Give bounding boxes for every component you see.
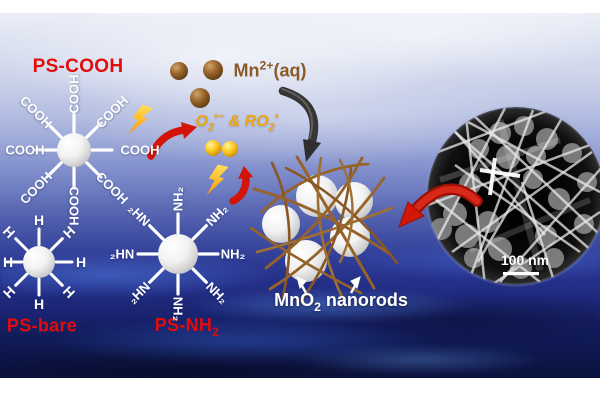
ps_cooh-bond-line (45, 161, 63, 179)
precipitation-arrow-icon (278, 86, 321, 162)
ps_nh2-bond-line (148, 224, 165, 241)
mn-ion-group (170, 60, 223, 108)
cluster-sphere (262, 205, 300, 243)
radical-dots-group (205, 140, 238, 157)
tem-micrograph (425, 105, 600, 287)
ps_bare-bond-line (14, 272, 29, 287)
letterbox-bottom (0, 378, 600, 400)
scale-bar (503, 272, 539, 276)
ps-bare-sphere (23, 246, 55, 278)
radical-sphere (222, 141, 238, 157)
reaction-arrow-nh2-icon (229, 166, 253, 205)
lightning-bolt-icon (128, 104, 154, 135)
reaction-arrow-cooh-icon (147, 122, 197, 160)
ps-nh2-sphere (158, 234, 198, 274)
ps_nh2-bond-line (191, 224, 208, 241)
mn-ion-sphere (190, 88, 210, 108)
pointer-arrow-icon (350, 276, 361, 290)
ps_nh2-bond-line (191, 267, 208, 284)
radical-sphere (205, 140, 221, 156)
mn-ion-sphere (170, 62, 188, 80)
ps_cooh-bond-line (45, 121, 63, 139)
mn-ion-sphere (203, 60, 223, 80)
letterbox-top (0, 0, 600, 13)
ps_cooh-bond-line (85, 161, 103, 179)
ps_bare-bond-line (49, 237, 64, 252)
ps_bare-bond-line (49, 272, 64, 287)
lightning-bolt-icon (206, 164, 229, 196)
ps_cooh-bond-line (85, 121, 103, 139)
ps_nh2-bond-line (148, 267, 165, 284)
ps_bare-bond-line (14, 237, 29, 252)
ps-cooh-sphere (57, 133, 91, 167)
